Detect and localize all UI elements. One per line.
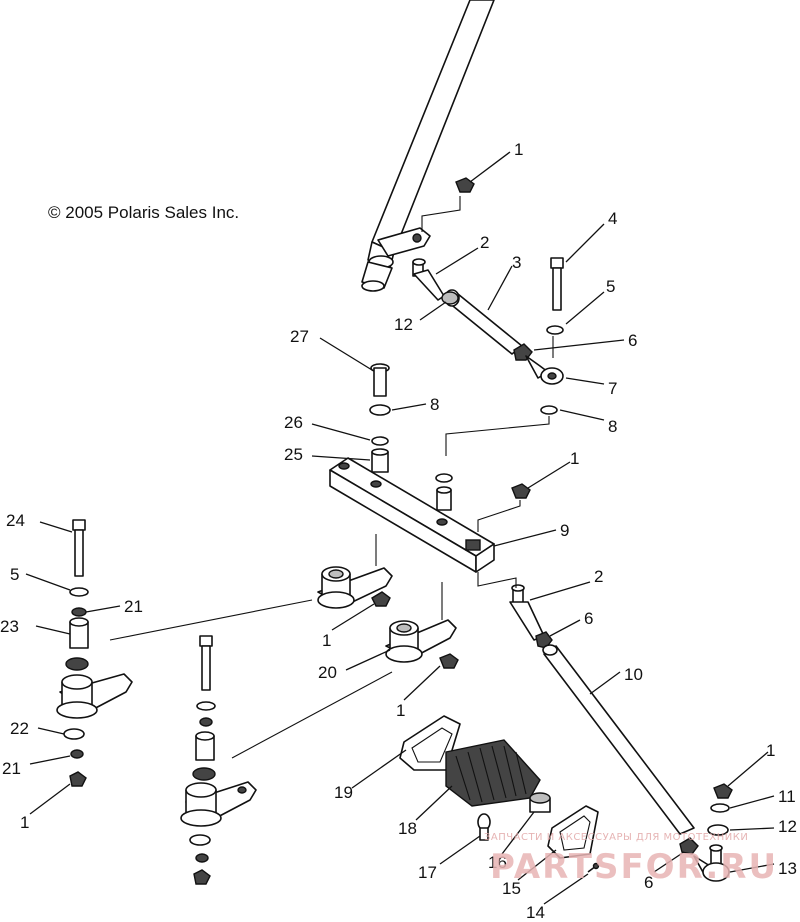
callout-1: 1	[514, 140, 523, 159]
callout-24: 24	[6, 511, 25, 530]
nut-6-lower	[679, 837, 699, 855]
watermark-tagline: ЗАПЧАСТИ И АКСЕССУАРЫ ДЛЯ МОТОТЕХНИКИ	[484, 832, 748, 843]
watermark: ЗАПЧАСТИ И АКСЕССУАРЫ ДЛЯ МОТОТЕХНИКИ PA…	[484, 832, 778, 887]
nut-middle	[535, 631, 553, 649]
spacer-left	[65, 657, 89, 671]
bolt-upper-right	[550, 257, 564, 311]
callout-1: 1	[396, 701, 405, 720]
clamp-17	[477, 813, 491, 841]
washer-5-left	[69, 587, 89, 597]
washer-upper-left	[369, 404, 391, 416]
idler-arm-left	[56, 673, 133, 719]
callout-1: 1	[20, 813, 29, 832]
callout-15: 15	[502, 879, 521, 898]
idler-arm-lower	[180, 781, 257, 827]
callout-22: 22	[10, 719, 29, 738]
plate-15	[547, 805, 599, 859]
tie-rod-upper	[412, 258, 564, 385]
nut-ml	[193, 869, 211, 885]
tie-rod-long	[542, 644, 695, 835]
washer-21-lower	[70, 749, 84, 759]
callout-21: 21	[124, 597, 143, 616]
bushing-ml	[195, 731, 215, 761]
callout-8: 8	[430, 395, 439, 414]
callout-13: 13	[778, 859, 797, 878]
washer-12	[707, 824, 729, 836]
spacer-ml	[192, 767, 216, 781]
tie-rod-end-middle	[509, 584, 545, 641]
washer-22	[63, 728, 85, 740]
steering-boot-18	[445, 739, 541, 807]
callout-21: 21	[2, 759, 21, 778]
washer-upper-right	[546, 325, 564, 335]
bolt-middle-lower	[199, 635, 213, 691]
bushing-16	[529, 792, 551, 813]
nut-right	[713, 783, 733, 799]
nut-crossbar	[511, 483, 531, 499]
callout-6: 6	[584, 609, 593, 628]
callout-10: 10	[624, 665, 643, 684]
bushing-23	[69, 617, 89, 649]
callout-20: 20	[318, 663, 337, 682]
rod-end-13	[693, 844, 730, 882]
callout-19: 19	[334, 783, 353, 802]
callout-26: 26	[284, 413, 303, 432]
leader-lines	[25, 151, 775, 905]
callout-16: 16	[488, 853, 507, 872]
callout-7: 7	[608, 379, 617, 398]
callout-4: 4	[608, 209, 617, 228]
callout-1: 1	[570, 449, 579, 468]
washer-ml-4	[195, 853, 209, 863]
callout-2: 2	[480, 233, 489, 252]
callout-6: 6	[644, 873, 653, 892]
washer-ml-1	[196, 701, 216, 711]
nut-arm-upper	[371, 591, 391, 607]
pin-14	[587, 862, 600, 873]
callout-9: 9	[560, 521, 569, 540]
steering-crossbar	[329, 457, 495, 573]
copyright-text: © 2005 Polaris Sales Inc.	[48, 203, 239, 222]
callout-17: 17	[418, 863, 437, 882]
washer-ml-3	[189, 834, 211, 846]
callout-2: 2	[594, 567, 603, 586]
washer-ml-2	[199, 717, 213, 727]
steering-post	[361, 0, 495, 292]
callout-14: 14	[526, 903, 545, 922]
callout-8: 8	[608, 417, 617, 436]
callout-5: 5	[606, 277, 615, 296]
callout-27: 27	[290, 327, 309, 346]
idler-arm-upper	[317, 566, 393, 609]
callout-3: 3	[512, 253, 521, 272]
washer-21-left	[71, 607, 87, 617]
washer-11	[710, 803, 730, 813]
nut-arm-20	[439, 653, 459, 669]
callout-1: 1	[766, 741, 775, 760]
bolt-upper-left	[370, 363, 390, 397]
callout-18: 18	[398, 819, 417, 838]
bolt-24	[72, 519, 86, 577]
assembly-lines	[109, 196, 554, 759]
callout-11: 11	[778, 787, 796, 806]
nut-left-lower	[69, 771, 87, 787]
callout-5: 5	[10, 565, 19, 584]
spacer-center	[435, 473, 453, 511]
idler-arm-20	[385, 619, 457, 663]
callouts: 1 2 3 4 5 12 6 27 7 8 8 26 25 1 9 24 2 5…	[0, 140, 797, 922]
watermark-logo: PARTSFOR.RU	[490, 847, 778, 887]
callout-25: 25	[284, 445, 303, 464]
callout-6: 6	[628, 331, 637, 350]
bushing-25	[371, 448, 389, 473]
callout-12: 12	[778, 817, 797, 836]
callout-1: 1	[322, 631, 331, 650]
callout-23: 23	[0, 617, 19, 636]
nut-top	[455, 177, 475, 193]
washer-right-lower	[540, 405, 558, 415]
washer-26	[371, 436, 389, 446]
callout-12: 12	[394, 315, 413, 334]
